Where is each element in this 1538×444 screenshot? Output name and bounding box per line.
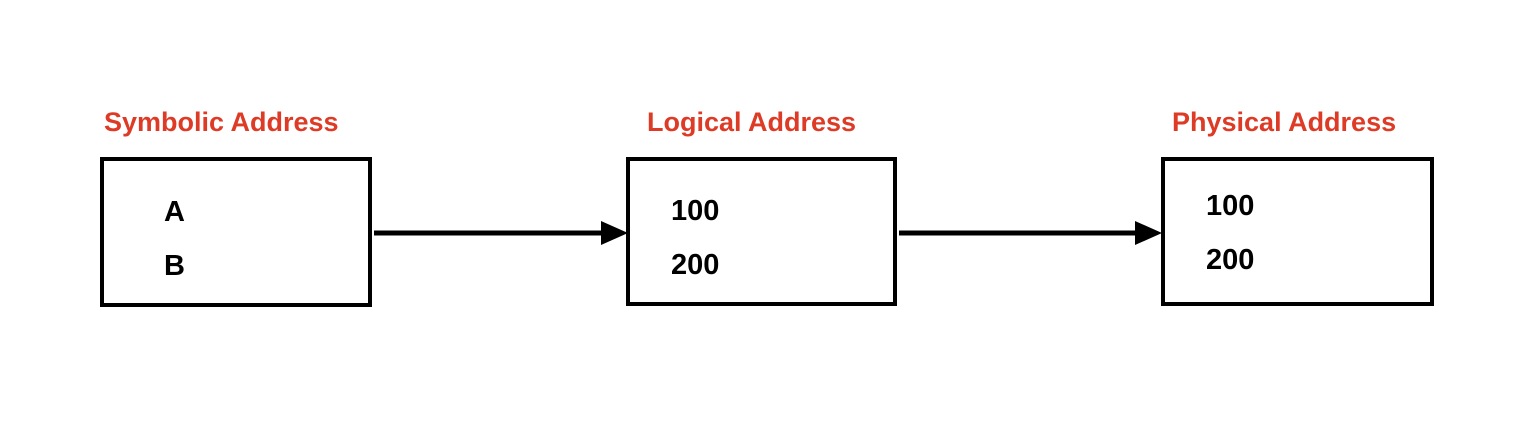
symbolic-address-item: A <box>164 196 185 228</box>
arrow-logical-to-physical <box>899 221 1162 245</box>
logical-address-box: 100 200 <box>626 157 897 306</box>
logical-address-item: 200 <box>671 248 720 281</box>
logical-address-title: Logical Address <box>647 107 857 137</box>
physical-address-item: 200 <box>1206 243 1255 276</box>
physical-address-item: 100 <box>1206 189 1255 222</box>
logical-address-item: 100 <box>671 194 720 227</box>
symbolic-address-title: Symbolic Address <box>104 107 339 137</box>
symbolic-address-item: B <box>164 250 185 282</box>
physical-address-box: 100 200 <box>1161 157 1434 306</box>
symbolic-address-box: A B <box>100 157 372 307</box>
physical-address-title: Physical Address <box>1172 107 1397 137</box>
arrow-symbolic-to-logical <box>374 221 628 245</box>
